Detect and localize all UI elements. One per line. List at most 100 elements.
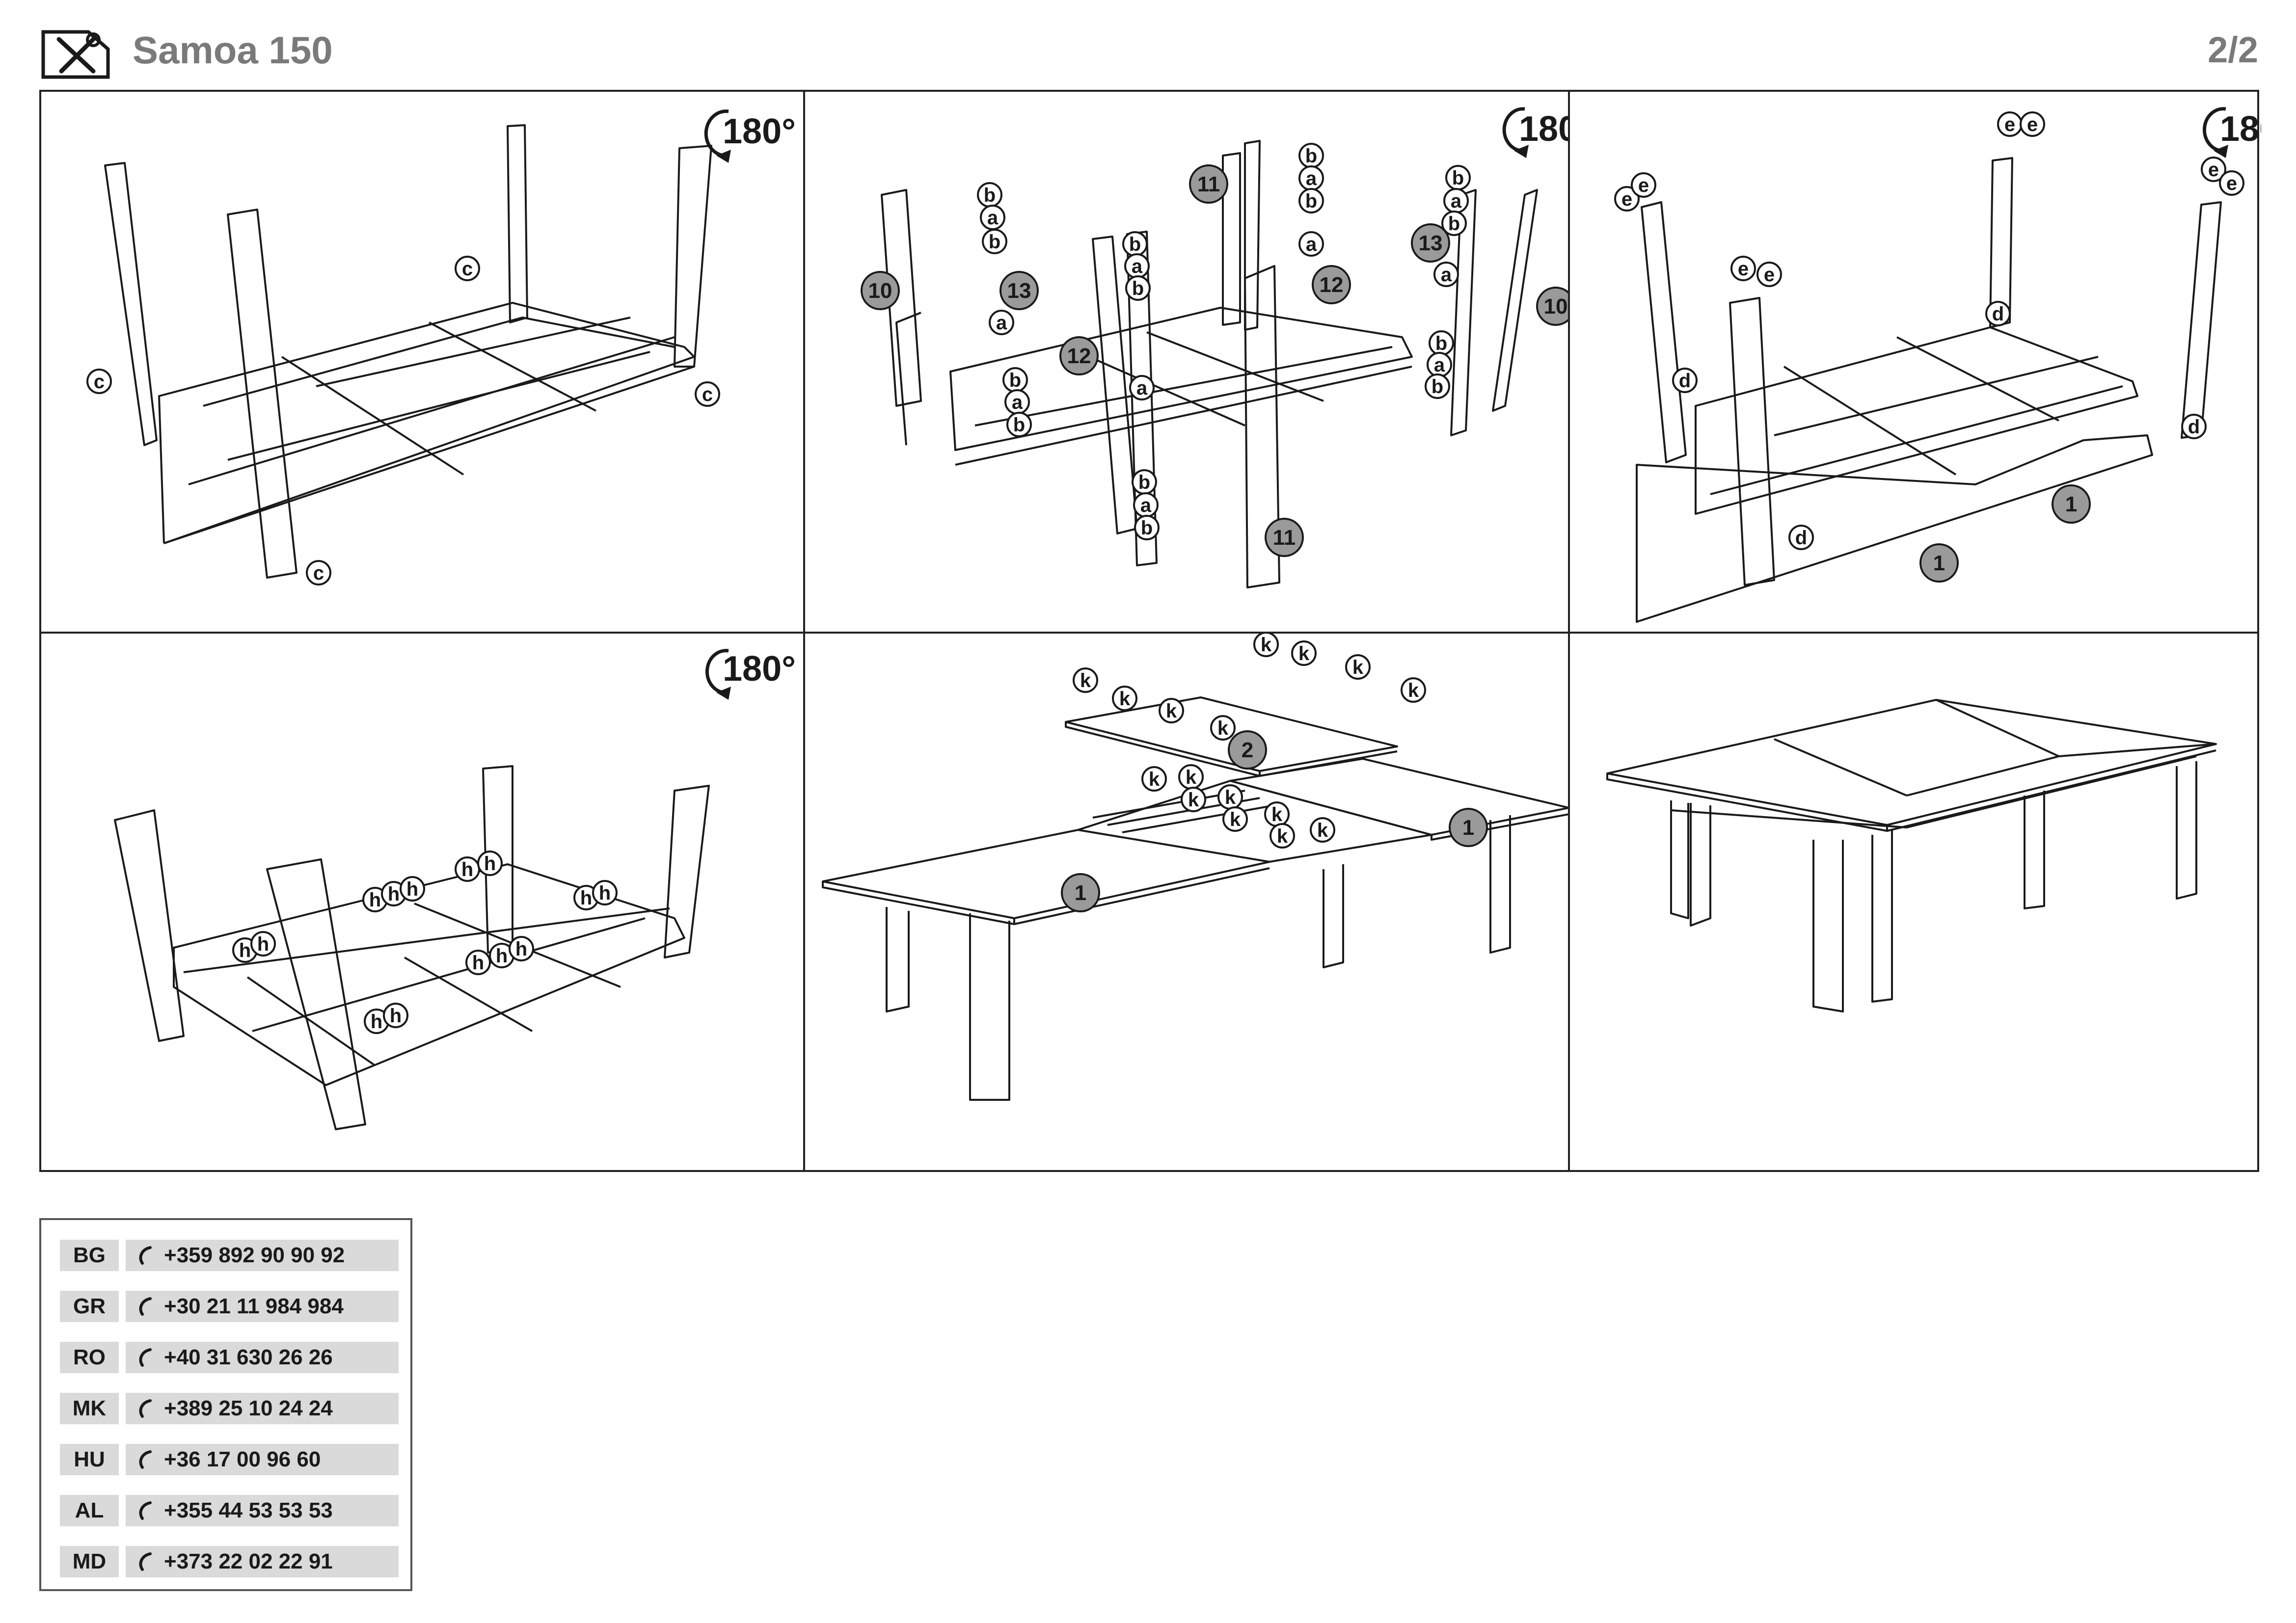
phone-cell: +373 22 02 22 91 [126,1546,399,1577]
part-11: 11 [1189,164,1228,204]
label-k: k [1159,698,1184,723]
svg-text:h: h [472,952,484,974]
phone-cell: +36 17 00 96 60 [126,1444,399,1475]
label-d: d [1788,525,1814,550]
label-h: h [455,856,480,882]
svg-text:c: c [94,371,105,393]
label-k: k [1217,784,1243,810]
svg-text:1: 1 [2065,492,2077,516]
phone-number[interactable]: +36 17 00 96 60 [164,1447,321,1471]
svg-text:a: a [1140,495,1152,516]
svg-text:h: h [599,882,611,904]
label-k: k [1401,677,1426,703]
step-3-illustration: 180° 1 1 e e e e e e e e d d d d [1614,107,2261,623]
label-d: d [1672,368,1698,393]
rotation-label: 180° [723,112,796,151]
rotation-label: 180° [723,649,796,689]
svg-text:e: e [2226,173,2237,194]
label-e: e [2219,170,2244,196]
label-e: e [1614,186,1640,212]
step-4-illustration: 180° h h h h h h h h h h h h h h [114,649,796,1130]
svg-text:h: h [257,933,269,955]
label-a: a [1298,231,1324,257]
svg-text:e: e [1738,258,1749,280]
svg-text:13: 13 [1007,279,1031,303]
label-a: a [980,205,1005,230]
phone-number[interactable]: +30 21 11 984 984 [164,1294,344,1318]
assembly-steps-grid: 180° c c c c [39,90,2261,1172]
svg-text:d: d [1992,303,2004,325]
svg-text:k: k [1271,804,1283,825]
svg-text:h: h [515,938,527,960]
divider [803,92,805,1170]
svg-text:k: k [1217,718,1229,739]
label-h: h [383,1003,408,1028]
phone-icon [139,1348,152,1367]
label-b: b [1445,165,1471,190]
label-h: h [509,936,534,961]
part-10: 10 [861,271,900,310]
svg-text:b: b [989,231,1000,253]
step-4-panel: 180° h h h h h h h h h h h h h h [41,634,803,1172]
svg-text:11: 11 [1197,172,1220,196]
phone-number[interactable]: +359 892 90 90 92 [164,1243,345,1267]
label-k: k [1291,640,1317,666]
phone-icon [139,1501,152,1520]
country-code: GR [60,1291,119,1322]
svg-text:h: h [390,1005,402,1027]
label-h: h [592,880,618,905]
svg-text:h: h [406,878,418,900]
label-b: b [1441,211,1467,236]
label-b: b [1006,412,1032,437]
svg-text:b: b [1141,517,1153,539]
svg-text:1: 1 [1933,551,1945,575]
label-b: b [1298,143,1324,168]
svg-text:b: b [1305,145,1317,167]
label-k: k [1141,766,1167,792]
contact-row: MD +373 22 02 22 91 [60,1546,399,1577]
phone-icon [139,1399,152,1418]
contact-row: BG +359 892 90 90 92 [60,1240,399,1271]
label-k: k [1345,654,1371,680]
svg-text:k: k [1149,769,1160,790]
step-1-illustration: 180° c c c c [86,109,796,585]
label-e: e [1730,256,1756,281]
svg-text:a: a [996,312,1007,334]
label-a: a [1443,188,1469,213]
phone-number[interactable]: +40 31 630 26 26 [164,1345,333,1369]
step-5-illustration: 2 1 1 k k k k k k k k k k k k k k k k [822,634,1568,1101]
part-12: 12 [1059,336,1099,375]
phone-cell: +359 892 90 90 92 [126,1240,399,1271]
label-c: c [86,369,112,394]
svg-text:12: 12 [1320,273,1344,297]
svg-text:b: b [1452,167,1464,189]
country-code: BG [60,1240,119,1271]
svg-text:a: a [987,207,999,229]
svg-text:k: k [1188,789,1199,811]
divider [1568,92,1570,1170]
document-title: Samoa 150 [133,28,333,72]
phone-number[interactable]: +373 22 02 22 91 [164,1549,333,1573]
label-b: b [1298,188,1324,213]
country-code: HU [60,1444,119,1475]
svg-text:b: b [1129,234,1141,255]
step-5-panel: 2 1 1 k k k k k k k k k k k k k k k k [803,634,1568,1172]
svg-text:e: e [2004,114,2015,135]
country-code: RO [60,1342,119,1373]
label-a: a [1124,253,1150,279]
phone-number[interactable]: +389 25 10 24 24 [164,1396,333,1420]
svg-text:c: c [702,384,713,405]
svg-text:a: a [1306,168,1317,189]
part-13: 13 [999,271,1039,310]
svg-text:b: b [1435,333,1447,354]
svg-text:11: 11 [1273,526,1296,550]
phone-cell: +30 21 11 984 984 [126,1291,399,1322]
svg-text:k: k [1408,680,1419,701]
phone-icon [139,1552,152,1571]
label-c: c [455,256,480,281]
svg-text:k: k [1186,767,1197,788]
phone-number[interactable]: +355 44 53 53 53 [164,1498,333,1522]
country-code: AL [60,1495,119,1526]
label-a: a [1433,262,1459,287]
label-a: a [1427,352,1452,377]
